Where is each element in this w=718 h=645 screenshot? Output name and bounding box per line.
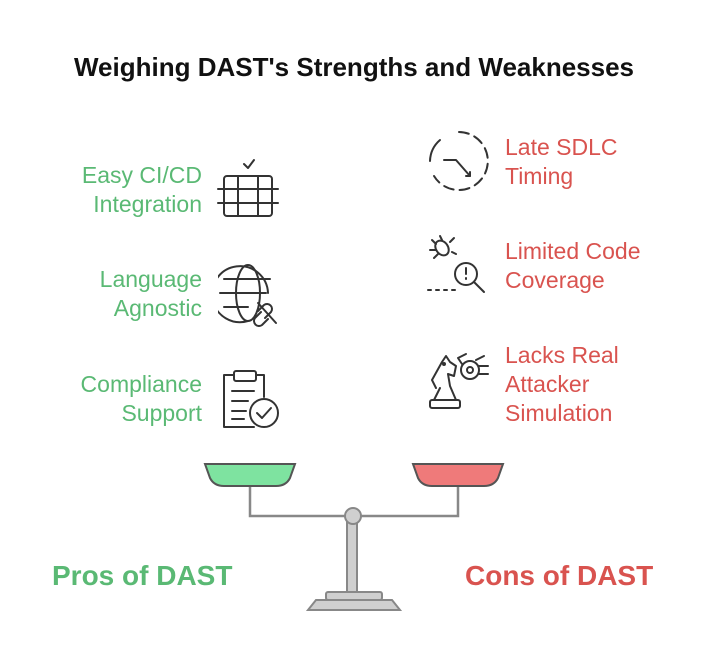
con-item-attacker: Lacks Real Attacker Simulation [505,341,705,428]
con-item-line: Timing [505,163,574,189]
scale-frame [248,484,460,611]
cons-pan [411,463,505,487]
con-item-sdlc: Late SDLC Timing [505,133,705,191]
clipboard-check-icon [223,370,279,428]
pro-item-line: Integration [93,191,202,217]
pros-pan [203,463,297,487]
con-item-line: Simulation [505,400,613,426]
pro-item-language: Language Agnostic [40,265,202,323]
pro-item-ci-cd: Easy CI/CD Integration [40,161,202,219]
pro-item-compliance: Compliance Support [40,370,202,428]
server-rack-icon [217,159,279,217]
con-item-coverage: Limited Code Coverage [505,237,705,295]
pros-footer-label: Pros of DAST [52,560,233,591]
page-title: Weighing DAST's Strengths and Weaknesses [73,52,634,82]
clock-timing-icon [429,131,489,191]
pro-item-line: Language [99,266,202,292]
pro-item-line: Agnostic [113,295,202,321]
globe-broken-link-icon [218,264,277,327]
con-item-line: Coverage [505,267,605,293]
con-item-line: Limited Code [505,238,641,264]
con-item-line: Attacker [505,371,590,397]
cons-footer-label: Cons of DAST [465,560,654,591]
con-item-line: Late SDLC [505,134,618,160]
con-item-line: Lacks Real [505,342,619,368]
chess-knight-icon [429,353,489,409]
bug-search-icon [427,235,485,293]
pro-item-line: Compliance [80,371,202,397]
pro-item-line: Support [121,400,202,426]
pro-item-line: Easy CI/CD [81,162,202,188]
